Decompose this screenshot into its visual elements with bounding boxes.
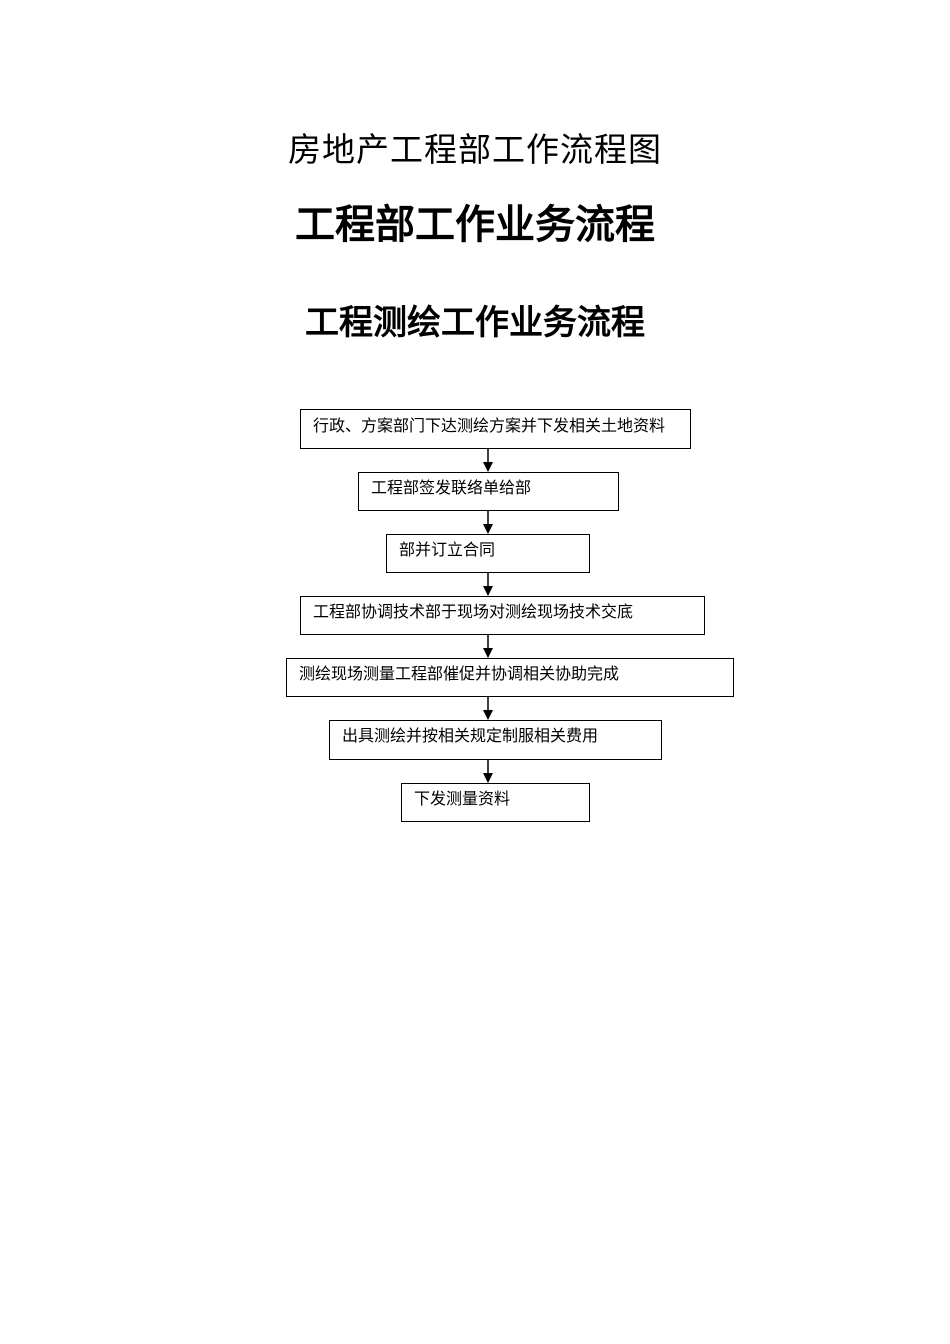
flow-step-label: 行政、方案部门下达测绘方案并下发相关土地资料 (313, 416, 666, 435)
flow-step: 工程部签发联络单给部 (358, 472, 619, 511)
flow-step-label: 工程部协调技术部于现场对测绘现场技术交底 (313, 602, 634, 621)
flow-step: 工程部协调技术部于现场对测绘现场技术交底 (300, 596, 705, 635)
section-heading: 工程部工作业务流程 (295, 202, 655, 248)
flow-step: 行政、方案部门下达测绘方案并下发相关土地资料 (300, 409, 691, 449)
flow-step-label: 工程部签发联络单给部 (371, 478, 532, 497)
flow-step-label: 部并订立合同 (399, 540, 496, 559)
flow-step: 测绘现场测量工程部催促并协调相关协助完成 (286, 658, 734, 697)
flow-step: 部并订立合同 (386, 534, 590, 573)
flow-step-label: 出具测绘并按相关规定制服相关费用 (342, 726, 599, 745)
flow-step: 下发测量资料 (401, 783, 590, 822)
flow-step: 出具测绘并按相关规定制服相关费用 (329, 720, 662, 760)
subsection-heading: 工程测绘工作业务流程 (305, 303, 645, 343)
flow-step-label: 下发测量资料 (414, 789, 511, 808)
document-title: 房地产工程部工作流程图 (288, 130, 662, 169)
flow-step-label: 测绘现场测量工程部催促并协调相关协助完成 (299, 664, 620, 683)
